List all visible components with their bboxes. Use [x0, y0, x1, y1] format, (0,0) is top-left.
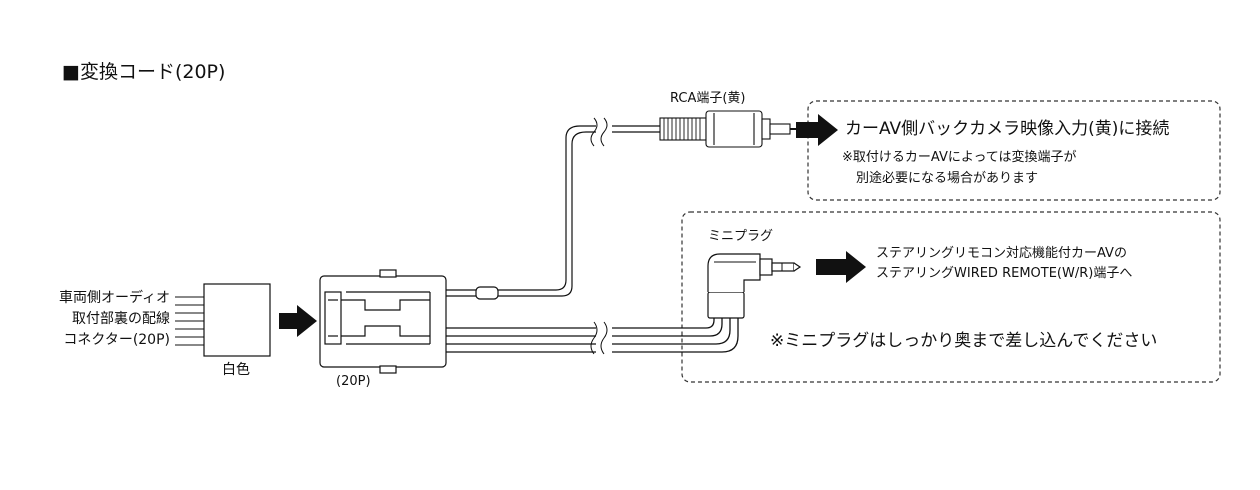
- rca-connect-text: カーAV側バックカメラ映像入力(黄)に接続: [845, 119, 1170, 139]
- mini-plug-caution: ※ミニプラグはしっかり奥まで差し込んでください: [770, 331, 1158, 351]
- rca-note-box: [807, 100, 1221, 201]
- vehicle-connector-white: [203, 283, 271, 357]
- rca-label: RCA端子(黄): [670, 91, 746, 106]
- vehicle-connector-pins: [175, 296, 204, 346]
- mini-plug-connect-line-1: ステアリングリモコン対応機能付カーAVの: [876, 246, 1127, 261]
- mini-plug-connect-arrow: [816, 251, 866, 283]
- white-color-label: 白色: [222, 362, 250, 378]
- mini-plug-connect-line-2: ステアリングWIRED REMOTE(W/R)端子へ: [876, 266, 1133, 281]
- rca-cable: [446, 117, 660, 300]
- page-title: ■変換コード(20P): [62, 61, 226, 83]
- insert-arrow: [279, 305, 317, 337]
- mini-plug-note-box: [681, 211, 1221, 383]
- mini-plug-harness: [446, 318, 739, 355]
- conversion-connector-20p: [319, 269, 447, 374]
- rca-connect-arrow: [796, 114, 838, 146]
- rca-note-line-1: ※取付けるカーAVによっては変換端子が: [842, 150, 1077, 165]
- rca-note-line-2: 別途必要になる場合があります: [856, 171, 1039, 186]
- mini-plug-label: ミニプラグ: [708, 229, 774, 244]
- vehicle-connector-label-2: 取付部裏の配線: [72, 311, 170, 327]
- vehicle-connector-label-3: コネクター(20P): [63, 332, 170, 348]
- mini-plug: [707, 253, 802, 319]
- conversion-connector-label: (20P): [336, 374, 371, 389]
- vehicle-connector-label-1: 車両側オーディオ: [58, 290, 170, 306]
- rca-plug: [659, 110, 796, 148]
